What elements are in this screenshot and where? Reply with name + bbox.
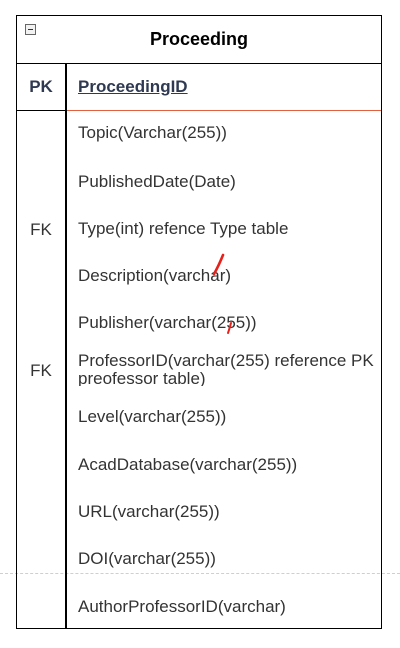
entity-proceeding-table[interactable]: Proceeding PK ProceedingID Topic(Varchar… [16,15,382,629]
field-publisheddate[interactable]: PublishedDate(Date) [78,172,236,191]
field-url[interactable]: URL(varchar(255)) [78,502,220,521]
pk-divider-left [17,110,65,111]
fk-label-professorid: FK [30,361,52,380]
field-level[interactable]: Level(varchar(255)) [78,407,227,426]
field-description[interactable]: Description(varchar) [78,266,232,285]
pk-label: PK [29,77,53,96]
fk-label-type: FK [30,220,52,239]
field-acaddatabase[interactable]: AcadDatabase(varchar(255)) [78,455,298,474]
field-authorprofessorid[interactable]: AuthorProfessorID(varchar) [78,597,286,616]
field-doi[interactable]: DOI(varchar(255)) [78,549,216,568]
field-type[interactable]: Type(int) refence Type table [78,219,289,238]
title-divider [17,63,381,64]
dashed-guide-line [0,573,400,574]
collapse-icon[interactable] [25,24,36,35]
column-divider [65,64,67,629]
field-professorid[interactable]: ProfessorID(varchar(255) reference PK pr… [78,352,374,386]
pk-field-proceedingid[interactable]: ProceedingID [78,77,188,96]
pk-divider [67,110,381,111]
field-publisher[interactable]: Publisher(varchar(255)) [78,313,257,332]
field-topic[interactable]: Topic(Varchar(255)) [78,123,227,142]
entity-title: Proceeding [149,29,249,49]
